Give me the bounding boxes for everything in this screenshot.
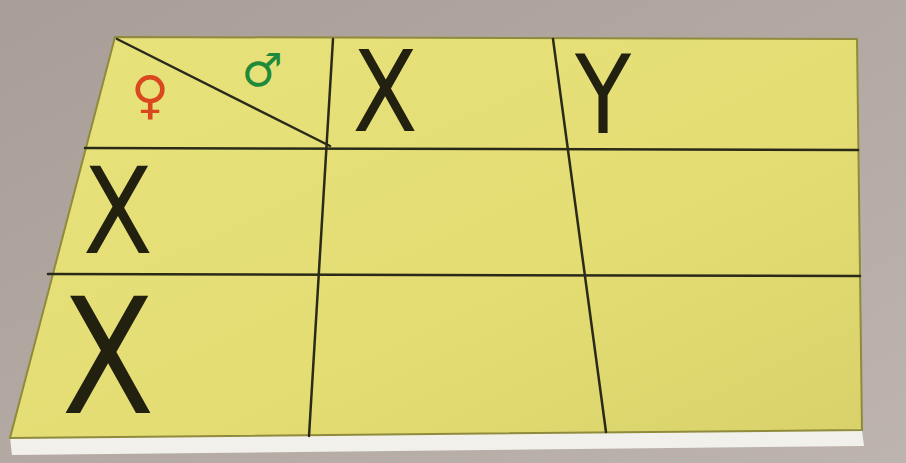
allele-letter: X bbox=[61, 278, 154, 438]
allele-letter: X bbox=[352, 36, 417, 148]
male-symbol: ♂ bbox=[241, 47, 282, 93]
female-symbol: ♀ bbox=[131, 69, 169, 121]
allele-letter: X bbox=[83, 152, 153, 272]
allele-letter: Y bbox=[575, 42, 631, 150]
